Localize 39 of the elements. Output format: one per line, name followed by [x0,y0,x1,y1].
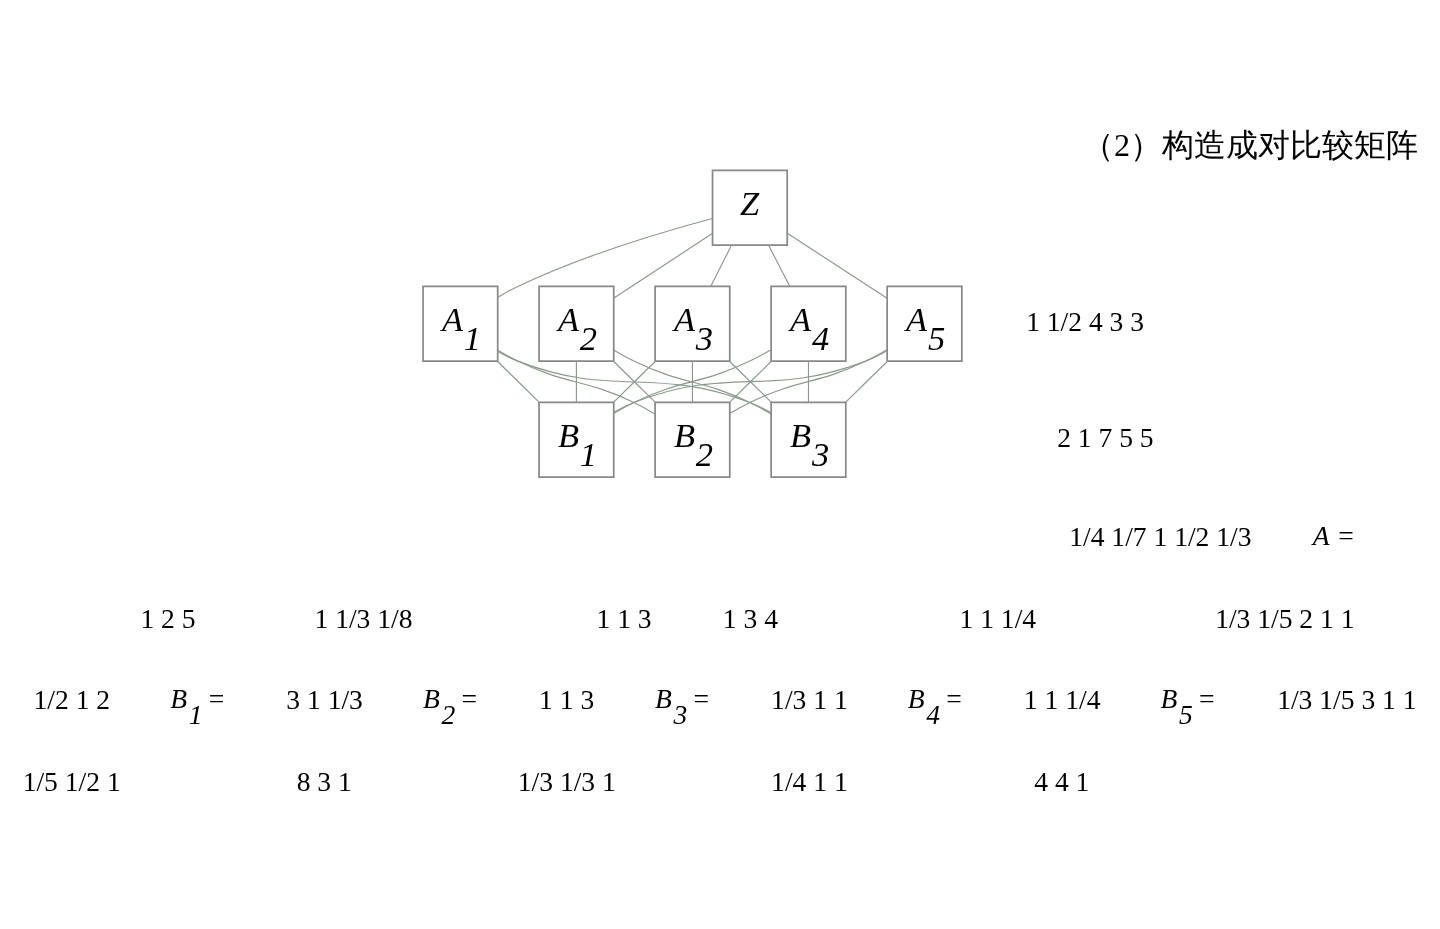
label: 1/3 1 1 [771,684,848,716]
label: 1 1 3 [539,684,595,716]
label: 2 1 7 5 5 [1057,421,1154,453]
label: 4 4 1 [1034,766,1090,797]
label: 1 2 5 [140,602,196,634]
label: 1 1/3 1/8 [314,602,413,634]
label: 1/4 1/7 1 1/2 1/3 [1069,521,1252,553]
connector [844,360,889,403]
connector [728,360,772,403]
connector [497,349,656,415]
connector [710,244,733,287]
label: 1/4 1 1 [771,766,848,797]
connector [497,217,713,298]
connector [497,350,772,414]
label: 3 1 1/3 [286,684,363,716]
label: 1 3 4 [722,602,778,634]
label: A = [1312,520,1356,552]
diagram-title: （2）构造成对比较矩阵 [1081,126,1418,163]
connector [729,349,888,414]
connector [575,360,577,403]
label: 1 1/2 4 3 3 [1026,305,1145,337]
connector [613,350,888,413]
label: 1 1 1/4 [959,602,1037,634]
label: 1/3 1/3 1 [517,766,616,797]
label: 1/3 1/5 2 1 1 [1215,602,1355,634]
label: 1/5 1/2 1 [22,766,121,797]
label: 8 3 1 [296,766,352,797]
connector [768,244,791,287]
label: 1/2 1 2 [33,684,111,716]
connector [613,233,713,299]
label: 1 1 1/4 [1023,684,1101,716]
connector [691,360,693,403]
connector [807,360,810,403]
label: 1 1 3 [596,602,652,634]
connector [612,360,656,403]
connector [786,232,888,299]
node-box: Z [711,169,789,246]
label: 1/3 1/5 3 1 1 [1277,684,1417,716]
connector [496,360,540,403]
